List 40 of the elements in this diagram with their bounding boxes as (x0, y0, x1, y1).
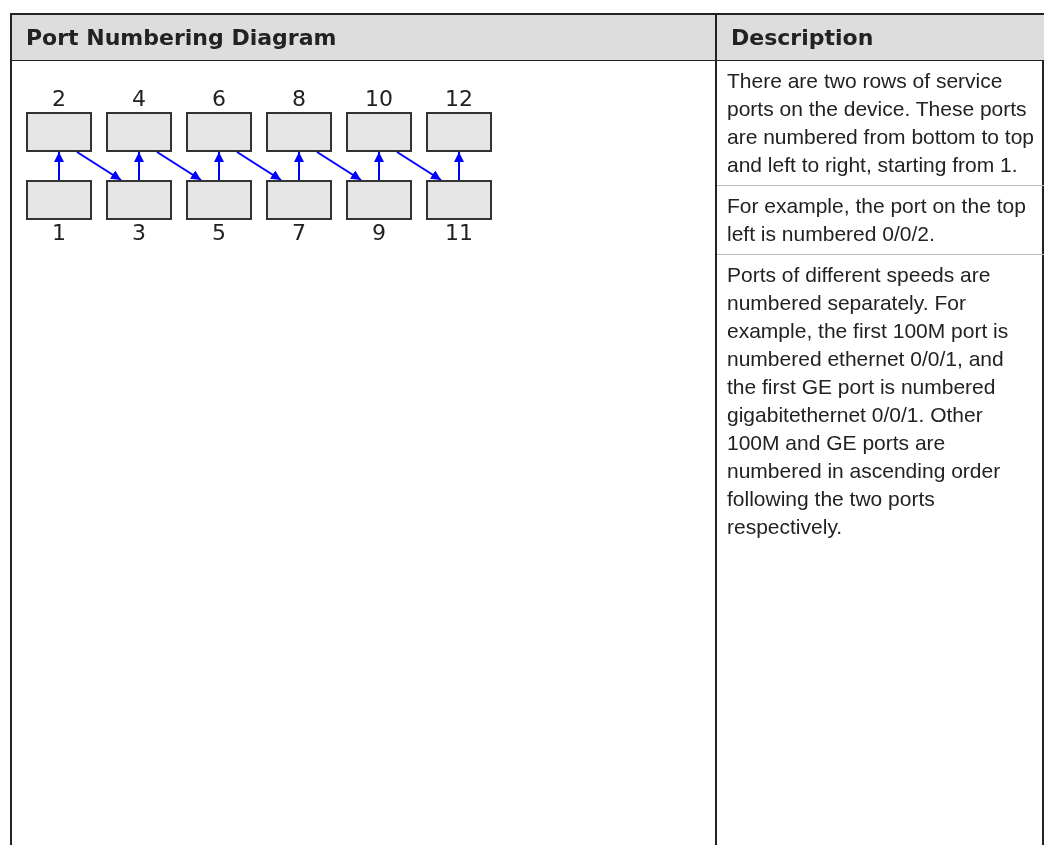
port-box (106, 180, 172, 220)
port-box (26, 112, 92, 152)
port-box (426, 112, 492, 152)
port-box (346, 180, 412, 220)
arrow (236, 151, 282, 181)
arrow (76, 151, 122, 181)
port-number: 8 (291, 87, 307, 111)
port-box (266, 112, 332, 152)
description-text: For example, the port on the top left is numbered 0/0/2. (726, 193, 1027, 247)
arrow (396, 151, 442, 181)
arrow (294, 151, 304, 181)
port-box (106, 112, 172, 152)
port-box (346, 112, 412, 152)
port-box (26, 180, 92, 220)
description-text: There are two rows of service ports on the device. These ports are numbered from bottom to top and left to right, starting from 1. (726, 68, 1035, 178)
port-number: 10 (364, 87, 394, 111)
port-number: 3 (131, 221, 147, 245)
port-number: 9 (371, 221, 387, 245)
arrow (454, 151, 464, 181)
port-number: 7 (291, 221, 307, 245)
port-number: 2 (51, 87, 67, 111)
port-box (186, 112, 252, 152)
port-number: 12 (444, 87, 474, 111)
arrow (374, 151, 384, 181)
description-text: Ports of different speeds are numbered separately. For example, the first 100M port is numbered ethernet 0/0/1, and the first GE port is numbered gigabitethernet 0/0/1. Other 100M and GE ports are numbered in ascending order following the two ports respectively. (726, 262, 1010, 540)
port-number: 6 (211, 87, 227, 111)
arrow (316, 151, 362, 181)
arrow (134, 151, 144, 181)
arrow (214, 151, 224, 181)
port-box (266, 180, 332, 220)
port-number: 1 (51, 221, 67, 245)
port-box (426, 180, 492, 220)
column-header: Port Numbering Diagram (12, 15, 715, 61)
port-box (186, 180, 252, 220)
arrow (54, 151, 64, 181)
port-number: 5 (211, 221, 227, 245)
port-number: 11 (444, 221, 474, 245)
port-number: 4 (131, 87, 147, 111)
column-header: Description (717, 15, 1044, 61)
arrow (156, 151, 202, 181)
